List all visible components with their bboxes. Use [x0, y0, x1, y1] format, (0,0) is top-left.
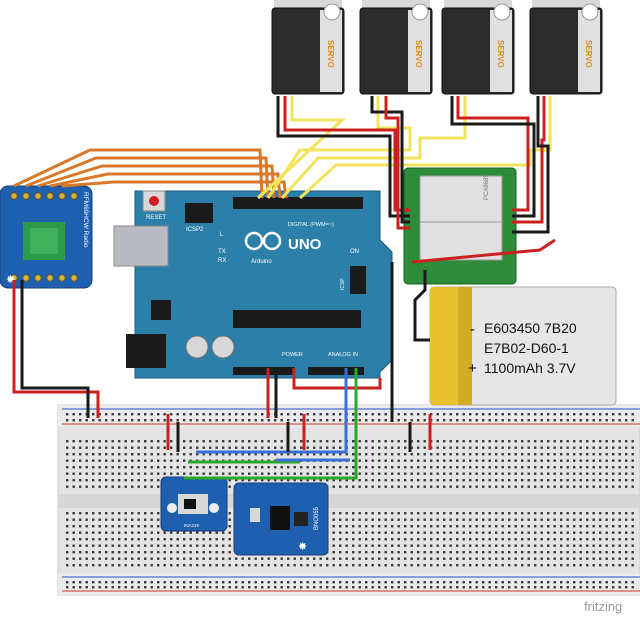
fritzing-watermark: fritzing: [584, 599, 622, 614]
breadboard: [57, 404, 640, 596]
adafruit-star-icon: ✸: [298, 541, 307, 553]
battery-plus-label: +: [468, 360, 477, 377]
sensor2-label: BNO055: [314, 506, 320, 530]
digital-label: DIGITAL (PWM=~): [288, 222, 334, 228]
reset-label: RESET: [146, 215, 166, 221]
arduino-uno: RESET ICSP2 DIGITAL (PWM=~) L TX RX ON U…: [113, 190, 393, 379]
battery-line3: 1100mAh 3.7V: [484, 360, 576, 376]
rx-led-label: RX: [218, 258, 226, 264]
tx-led-label: TX: [218, 249, 226, 255]
l-led-label: L: [220, 232, 224, 238]
servo-label: SERVO: [584, 40, 593, 68]
battery-line1: E603450 7B20: [484, 320, 577, 336]
adafruit-star-icon: ✸: [6, 274, 15, 286]
servo-motor: SERVO: [271, 0, 345, 95]
servo-label: SERVO: [496, 40, 505, 68]
servo-label: SERVO: [326, 40, 335, 68]
servo-motor: SERVO: [359, 0, 433, 95]
imu-sensor-board: BNO055 ✸: [233, 482, 329, 556]
servo-motor: SERVO: [529, 0, 603, 95]
radio-module: RFM69HCW Radio ✸: [0, 185, 93, 289]
icsp-label: ICSP: [340, 278, 346, 290]
power-label: POWER: [282, 352, 303, 358]
wire-group: [12, 96, 556, 480]
arduino-logo-icon: [244, 231, 282, 251]
on-led-label: ON: [350, 249, 359, 255]
analog-label: ANALOG IN: [328, 352, 358, 358]
current-sensor-board: INA219: [160, 476, 228, 532]
servo-label: SERVO: [414, 40, 423, 68]
servo-motor: SERVO: [441, 0, 515, 95]
pwm-driver-board: PCA9685: [403, 167, 517, 285]
servo-group: SERVO SERVO SERVO SERVO: [271, 0, 603, 95]
arduino-brand-label: Arduino: [251, 259, 272, 265]
battery-line2: E7B02-D60-1: [484, 340, 569, 356]
lipo-battery: - E603450 7B20 E7B02-D60-1 + 1100mAh 3.7…: [429, 286, 617, 406]
battery-minus-label: -: [470, 321, 475, 338]
icsp2-label: ICSP2: [186, 227, 204, 233]
uno-label: UNO: [288, 236, 322, 253]
pwm-board-label: PCA9685: [484, 174, 490, 200]
sensor1-label: INA219: [184, 523, 200, 528]
radio-label: RFM69HCW Radio: [82, 192, 89, 248]
